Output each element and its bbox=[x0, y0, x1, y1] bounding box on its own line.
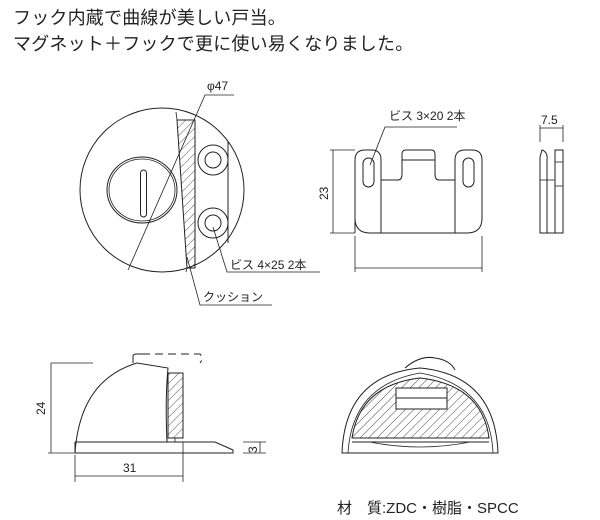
front-view bbox=[341, 357, 499, 454]
screw-head bbox=[197, 207, 229, 239]
cushion-label: クッション bbox=[203, 290, 263, 304]
diameter-leader bbox=[127, 94, 234, 271]
material-label: 材 質:ZDC・樹脂・SPCC bbox=[337, 499, 519, 517]
thickness-dim: 7.5 bbox=[541, 113, 558, 127]
diameter-label: φ47 bbox=[207, 79, 228, 93]
plate-outline bbox=[354, 149, 483, 234]
height-dim: 24 bbox=[34, 401, 48, 415]
top-view: φ47 ビス 4×25 2本 クッション bbox=[79, 79, 320, 306]
depth-dim: 31 bbox=[123, 461, 137, 475]
height-dim: 23 bbox=[317, 186, 331, 200]
hook-dashed bbox=[142, 353, 203, 364]
screw-leader bbox=[212, 226, 320, 273]
headline-1: フック内蔵で曲線が美しい戸当。 bbox=[13, 8, 286, 29]
screw-label: ビス 3×20 2本 bbox=[389, 109, 465, 123]
side-view: 24 31 3 bbox=[34, 353, 266, 482]
knob bbox=[106, 156, 178, 224]
plate-view: 23 ビス 3×20 2本 7.5 bbox=[317, 109, 564, 272]
cushion-leader bbox=[186, 256, 272, 306]
plate-side bbox=[539, 149, 548, 234]
cushion bbox=[176, 119, 196, 269]
cushion bbox=[167, 372, 184, 439]
screw-slot bbox=[362, 157, 375, 188]
knob-slot bbox=[140, 169, 147, 218]
body-outline bbox=[79, 107, 245, 273]
dome-outline bbox=[74, 362, 169, 454]
hook-top bbox=[404, 357, 456, 371]
screw-label: ビス 4×25 2本 bbox=[230, 258, 306, 272]
screw-leader bbox=[369, 126, 457, 166]
headline-2: マグネット＋フックで更に使い易くなりました。 bbox=[13, 34, 414, 55]
dome-outline bbox=[341, 367, 499, 454]
base-dim: 3 bbox=[246, 446, 260, 453]
screw-slot bbox=[462, 157, 475, 188]
screw-head bbox=[197, 144, 229, 176]
base-plate bbox=[75, 441, 234, 454]
